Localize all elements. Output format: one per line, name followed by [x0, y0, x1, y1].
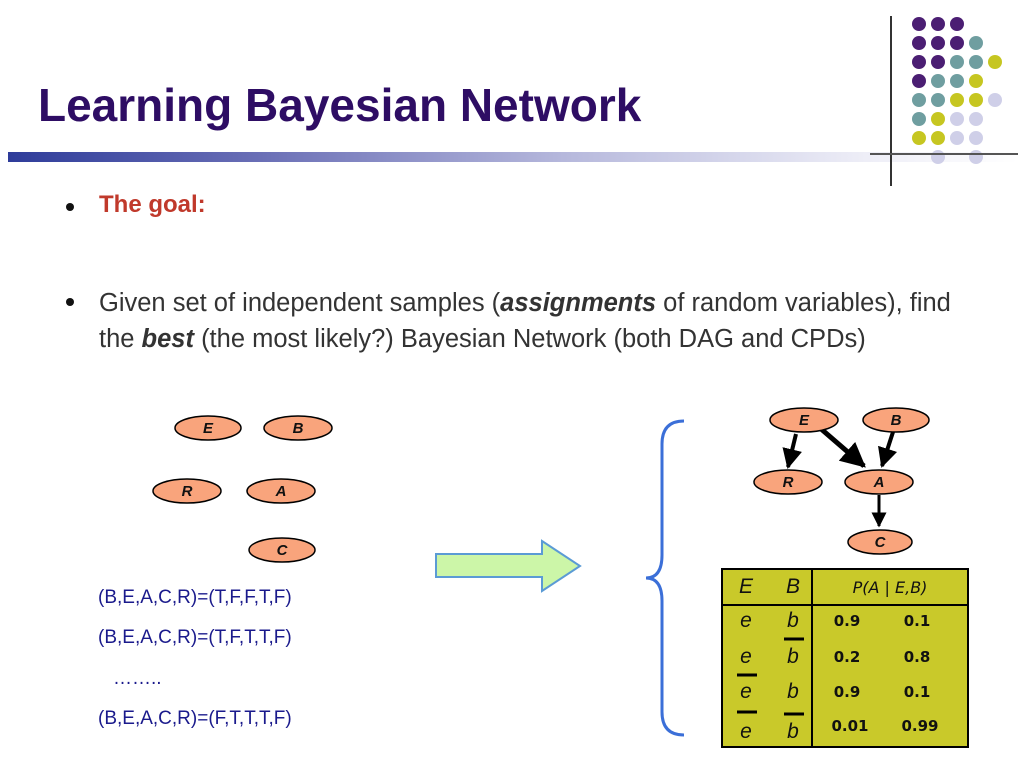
- node-r-left: R: [152, 478, 222, 504]
- node-c-right-label: C: [875, 534, 887, 551]
- cpt-cell-e: e: [740, 609, 752, 632]
- goal-text-part-2: of random variables), find the: [99, 289, 951, 353]
- goal-label: The goal:: [99, 191, 206, 218]
- goal-description: Given set of independent samples (assign…: [99, 285, 959, 357]
- cpt-cell-b: b: [787, 680, 799, 703]
- node-a-left: A: [246, 478, 316, 504]
- cpt-table: E B P(A | E,B) e b 0.9 0.1 e b 0.2 0.8 e…: [721, 568, 969, 748]
- sample-line-3: (B,E,A,C,R)=(F,T,T,T,F): [98, 708, 292, 729]
- edge-e-to-r: [782, 433, 802, 469]
- sample-line-1: (B,E,A,C,R)=(T,F,F,T,F): [98, 587, 292, 608]
- bullet-dot-1: [66, 203, 74, 211]
- cpt-cell-e: e: [740, 720, 752, 743]
- node-b-left-label: B: [293, 420, 304, 437]
- cpt-cell-p2: 0.1: [904, 683, 931, 701]
- cpt-cell-b: b: [787, 720, 799, 743]
- node-a-left-label: A: [275, 483, 287, 500]
- sample-line-2: (B,E,A,C,R)=(T,F,T,T,F): [98, 627, 292, 648]
- cpt-cell-p1: 0.9: [834, 612, 861, 630]
- node-e-left: E: [174, 415, 242, 441]
- node-r-right-label: R: [783, 474, 794, 491]
- cpt-header-prob: P(A | E,B): [853, 578, 928, 597]
- node-b-right: B: [862, 407, 930, 433]
- goal-text-part-1: Given set of independent samples (: [99, 289, 501, 317]
- edge-e-to-a: [818, 426, 866, 468]
- cpt-cell-b: b: [787, 609, 799, 632]
- curly-brace: [645, 419, 685, 737]
- node-e-right-label: E: [799, 412, 810, 429]
- node-a-right-label: A: [873, 474, 885, 491]
- sample-ellipsis: ……..: [113, 668, 162, 689]
- node-r-right: R: [753, 469, 823, 495]
- cpt-cell-b: b: [787, 645, 799, 668]
- cpt-cell-e: e: [740, 645, 752, 668]
- right-block-arrow: [435, 539, 582, 593]
- node-c-right: C: [847, 529, 913, 555]
- title-underline: [8, 152, 1018, 162]
- cpt-cell-p2: 0.8: [904, 648, 931, 666]
- cpt-header-e: E: [739, 575, 754, 598]
- node-c-left-label: C: [277, 542, 289, 559]
- cpt-cell-p1: 0.2: [834, 648, 861, 666]
- best-emphasis: best: [141, 325, 194, 353]
- cpt-cell-e: e: [740, 680, 752, 703]
- decorative-horizontal-line: [870, 153, 1018, 155]
- node-b-left: B: [263, 415, 333, 441]
- decorative-vertical-line: [890, 16, 892, 186]
- slide-title: Learning Bayesian Network: [38, 79, 642, 131]
- cpt-cell-p2: 0.99: [901, 717, 938, 735]
- bullet-dot-2: [66, 298, 74, 306]
- node-e-left-label: E: [203, 420, 214, 437]
- assignments-emphasis: assignments: [500, 289, 657, 317]
- edge-b-to-a: [878, 431, 898, 468]
- cpt-cell-p1: 0.01: [831, 717, 868, 735]
- node-b-right-label: B: [891, 412, 902, 429]
- node-e-right: E: [769, 407, 839, 433]
- cpt-cell-p1: 0.9: [834, 683, 861, 701]
- node-c-left: C: [248, 537, 316, 563]
- cpt-cell-p2: 0.1: [904, 612, 931, 630]
- node-a-right: A: [844, 469, 914, 495]
- goal-text-part-3: (the most likely?) Bayesian Network (bot…: [193, 325, 866, 353]
- cpt-header-b: B: [786, 575, 800, 598]
- node-r-left-label: R: [182, 483, 193, 500]
